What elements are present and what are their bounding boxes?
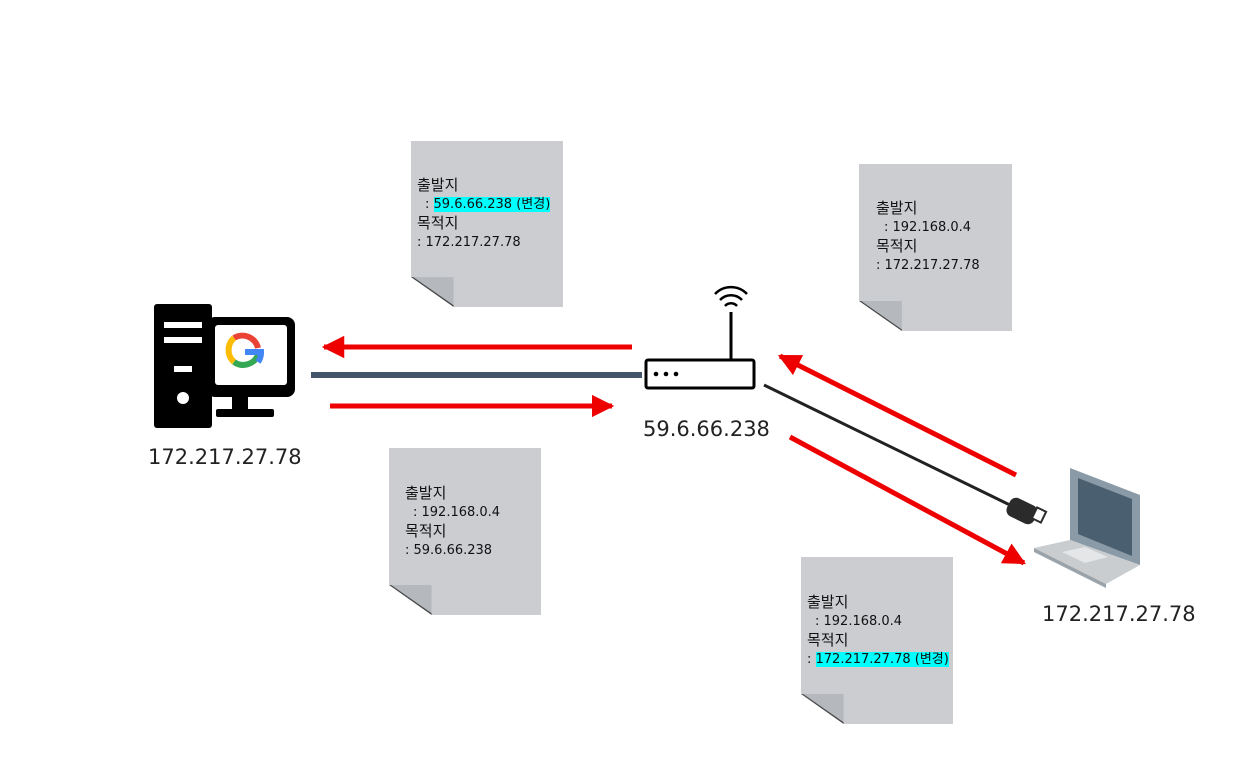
- google-logo-icon: [225, 332, 264, 368]
- source-label: 출발지: [876, 199, 918, 217]
- desktop-computer-icon: [154, 304, 295, 428]
- destination-address: : 172.217.27.78: [417, 235, 521, 250]
- source-label: 출발지: [417, 176, 459, 194]
- source-label: 출발지: [405, 484, 447, 502]
- destination-address: : 59.6.66.238: [405, 543, 493, 558]
- destination-address: : 172.217.27.78: [876, 258, 980, 273]
- usb-cable-icon: [1006, 497, 1048, 525]
- packet-note-top-left: 출발지 : 59.6.66.238 (변경) 목적지 : 172.217.27.…: [411, 141, 563, 307]
- destination-address: 172.217.27.78 (변경): [815, 652, 949, 667]
- source-address: 59.6.66.238 (변경): [433, 197, 551, 212]
- destination-label: 목적지: [405, 522, 447, 540]
- arrow-laptop-to-router: [777, 353, 1018, 478]
- packet-note-top-right: 출발지 : 192.168.0.4 목적지 : 172.217.27.78: [859, 164, 1012, 331]
- wifi-router-icon: [644, 285, 756, 390]
- source-address: : 192.168.0.4: [884, 220, 972, 235]
- destination-label: 목적지: [876, 237, 918, 255]
- laptop-ip-label: 172.217.27.78: [1042, 602, 1196, 626]
- source-address: : 192.168.0.4: [815, 614, 903, 629]
- arrow-router-to-laptop: [788, 434, 1026, 566]
- source-address: : 192.168.0.4: [413, 505, 501, 520]
- router-laptop-cable: [763, 383, 1015, 509]
- destination-label: 목적지: [417, 214, 459, 232]
- packet-note-bottom-left: 출발지 : 192.168.0.4 목적지 : 59.6.66.238: [389, 448, 541, 615]
- destination-label: 목적지: [807, 631, 849, 649]
- server-ip-label: 172.217.27.78: [148, 445, 302, 469]
- packet-note-bottom-right: 출발지 : 192.168.0.4 목적지 : 172.217.27.78 (변…: [801, 557, 953, 724]
- laptop-icon: [1034, 468, 1140, 588]
- router-ip-label: 59.6.66.238: [643, 417, 770, 441]
- source-label: 출발지: [807, 593, 849, 611]
